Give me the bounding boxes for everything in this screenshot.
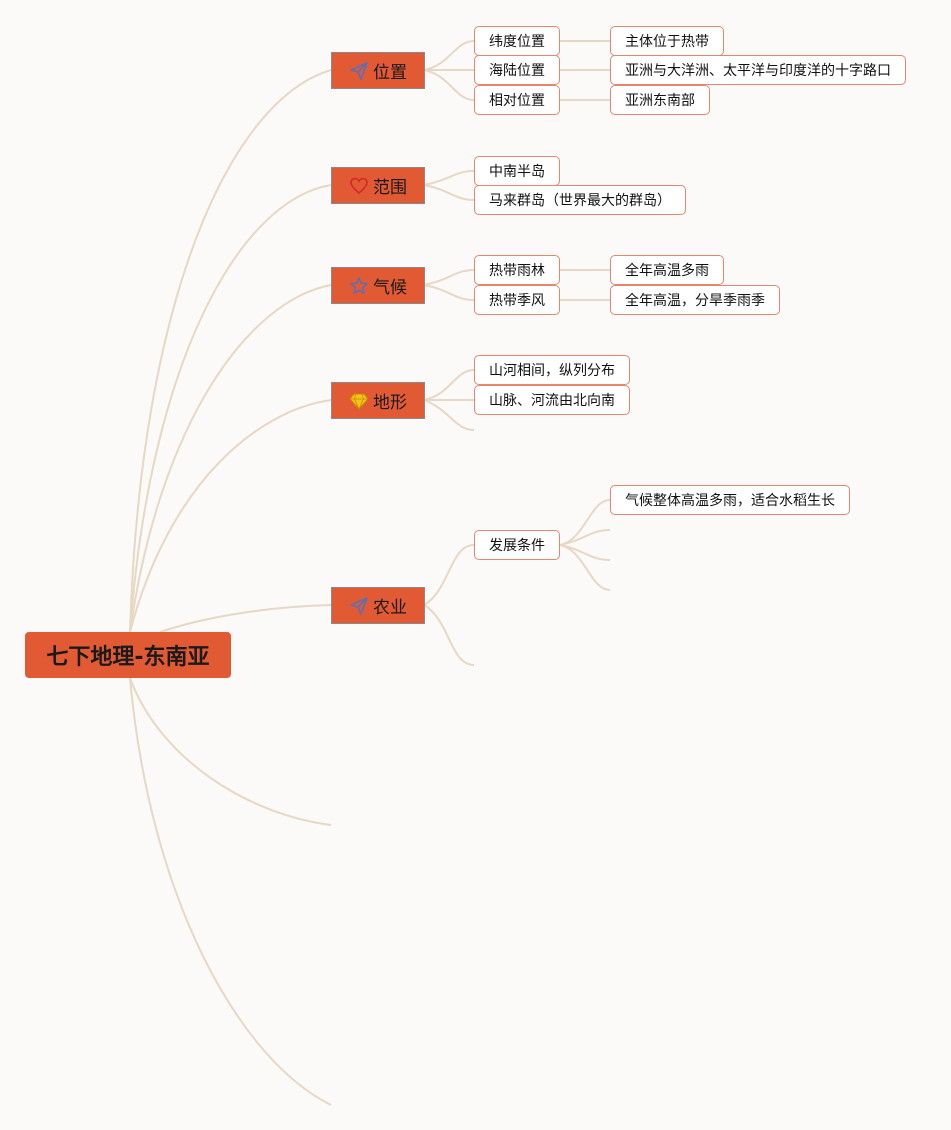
connector-range-1 xyxy=(423,170,475,186)
topic-rainforest[interactable]: 热带雨林 xyxy=(474,255,560,285)
branch-climate-label: 气候 xyxy=(373,278,407,298)
branch-range-label: 范围 xyxy=(373,178,407,198)
branch-climate[interactable]: 气候 xyxy=(331,267,425,304)
heart-icon xyxy=(349,176,369,196)
branch-position[interactable]: 位置 xyxy=(331,52,425,89)
branch-agriculture[interactable]: 农业 xyxy=(331,587,425,624)
paper-plane-icon xyxy=(349,596,369,616)
connector-root-empty-2 xyxy=(129,677,332,1106)
connector-root-empty-1 xyxy=(129,677,332,826)
branch-position-label: 位置 xyxy=(373,63,407,83)
topic-indochina[interactable]: 中南半岛 xyxy=(474,156,560,186)
connector-terrain-1 xyxy=(423,369,475,401)
topic-monsoon[interactable]: 热带季风 xyxy=(474,285,560,315)
connector-root-position xyxy=(129,69,332,633)
connector-range-2 xyxy=(423,184,475,201)
connector-climate-2 xyxy=(423,284,475,301)
branch-terrain[interactable]: 地形 xyxy=(331,382,425,419)
root-topic[interactable]: 七下地理-东南亚 xyxy=(25,632,231,678)
topic-conditions[interactable]: 发展条件 xyxy=(474,530,560,560)
detail-sea-land[interactable]: 亚洲与大洋洲、太平洋与印度洋的十字路口 xyxy=(610,55,906,85)
topic-sea-land[interactable]: 海陆位置 xyxy=(474,55,560,85)
connector-agri-d2 xyxy=(559,529,611,546)
connector-position-3 xyxy=(423,69,475,101)
connector-root-range xyxy=(129,184,332,633)
topic-relative[interactable]: 相对位置 xyxy=(474,85,560,115)
star-icon xyxy=(349,276,369,296)
connector-root-climate xyxy=(129,284,332,633)
connector-root-terrain xyxy=(129,399,332,633)
connector-root-agriculture xyxy=(159,604,332,633)
detail-latitude[interactable]: 主体位于热带 xyxy=(610,26,724,56)
connector-climate-1 xyxy=(423,269,475,286)
connector-agri-d1 xyxy=(559,499,611,546)
detail-rainforest[interactable]: 全年高温多雨 xyxy=(610,255,724,285)
root-topic-label: 七下地理-东南亚 xyxy=(46,645,210,670)
connector-position-1 xyxy=(423,40,475,71)
branch-terrain-label: 地形 xyxy=(373,393,407,413)
paper-plane-icon xyxy=(349,61,369,81)
connector-agri-2 xyxy=(423,604,475,666)
detail-monsoon[interactable]: 全年高温，分旱季雨季 xyxy=(610,285,780,315)
connector-agri-1 xyxy=(423,544,475,606)
branch-agriculture-label: 农业 xyxy=(373,598,407,618)
detail-conditions[interactable]: 气候整体高温多雨，适合水稻生长 xyxy=(610,485,850,515)
topic-latitude[interactable]: 纬度位置 xyxy=(474,26,560,56)
topic-mountain-river[interactable]: 山河相间，纵列分布 xyxy=(474,355,630,385)
branch-range[interactable]: 范围 xyxy=(331,167,425,204)
topic-malay-archipelago[interactable]: 马来群岛（世界最大的群岛） xyxy=(474,185,686,215)
detail-relative[interactable]: 亚洲东南部 xyxy=(610,85,710,115)
topic-north-south[interactable]: 山脉、河流由北向南 xyxy=(474,385,630,415)
diamond-icon xyxy=(349,391,369,411)
connector-terrain-3 xyxy=(423,399,475,431)
connector-agri-d4 xyxy=(559,544,611,591)
